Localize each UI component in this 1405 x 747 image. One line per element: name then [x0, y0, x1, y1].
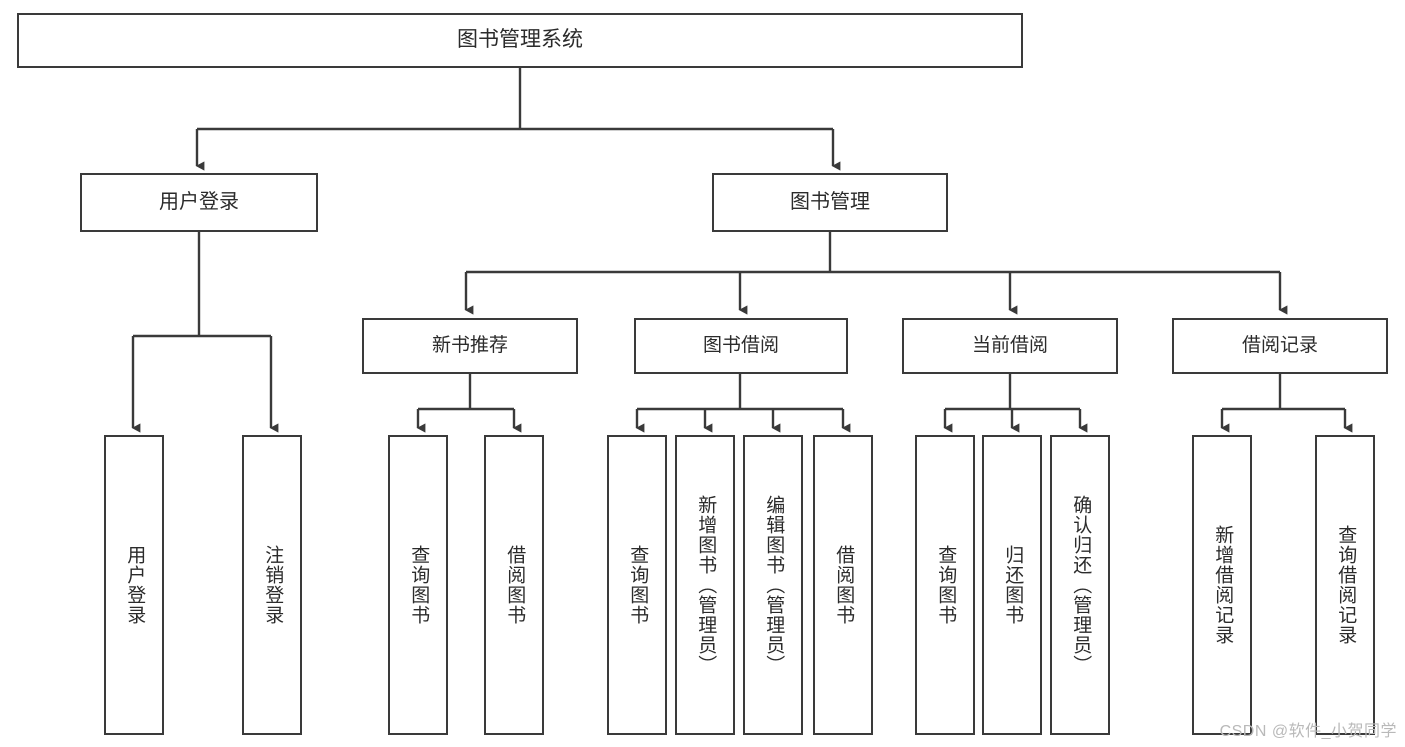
leaf-label: 用户登录: [124, 545, 146, 625]
leaf-record-add-record[interactable]: 新增借阅记录: [1192, 435, 1252, 735]
leaf-borrow-add-book-admin[interactable]: 新增图书（管理员）: [675, 435, 735, 735]
leaf-current-return-book[interactable]: 归还图书: [982, 435, 1042, 735]
leaf-label: 借阅图书: [833, 545, 855, 625]
leaf-user-login-login[interactable]: 用户登录: [104, 435, 164, 735]
leaf-label: 归还图书: [1002, 545, 1024, 625]
node-current-borrow[interactable]: 当前借阅: [902, 318, 1118, 374]
leaf-label: 确认归还（管理员）: [1070, 495, 1092, 675]
leaf-label: 查询借阅记录: [1335, 525, 1357, 645]
leaf-label: 编辑图书（管理员）: [763, 495, 785, 675]
node-user-login[interactable]: 用户登录: [80, 173, 318, 232]
leaf-label: 查询图书: [408, 545, 430, 625]
leaf-borrow-borrow-book[interactable]: 借阅图书: [813, 435, 873, 735]
node-root-system[interactable]: 图书管理系统: [17, 13, 1023, 68]
leaf-recommend-borrow-book[interactable]: 借阅图书: [484, 435, 544, 735]
leaf-borrow-query-book[interactable]: 查询图书: [607, 435, 667, 735]
leaf-current-query-book[interactable]: 查询图书: [915, 435, 975, 735]
leaf-borrow-edit-book-admin[interactable]: 编辑图书（管理员）: [743, 435, 803, 735]
leaf-recommend-query-book[interactable]: 查询图书: [388, 435, 448, 735]
leaf-label: 新增图书（管理员）: [695, 495, 717, 675]
leaf-user-login-logout[interactable]: 注销登录: [242, 435, 302, 735]
leaf-label: 查询图书: [935, 545, 957, 625]
leaf-record-query-record[interactable]: 查询借阅记录: [1315, 435, 1375, 735]
node-borrow-record[interactable]: 借阅记录: [1172, 318, 1388, 374]
leaf-current-confirm-return-admin[interactable]: 确认归还（管理员）: [1050, 435, 1110, 735]
leaf-label: 新增借阅记录: [1212, 525, 1234, 645]
watermark-text: CSDN @软件_小贺同学: [1219, 723, 1397, 740]
node-book-management[interactable]: 图书管理: [712, 173, 948, 232]
node-new-book-recommend[interactable]: 新书推荐: [362, 318, 578, 374]
leaf-label: 借阅图书: [504, 545, 526, 625]
node-book-borrow[interactable]: 图书借阅: [634, 318, 848, 374]
leaf-label: 注销登录: [262, 545, 284, 625]
leaf-label: 查询图书: [627, 545, 649, 625]
